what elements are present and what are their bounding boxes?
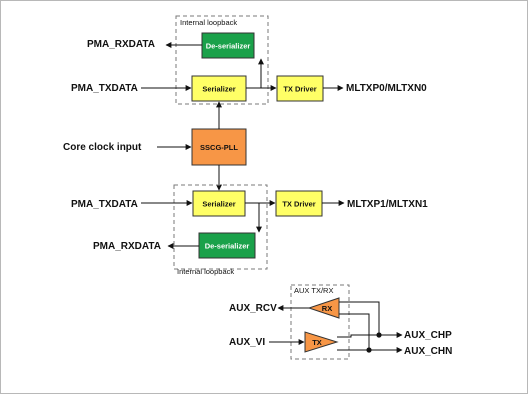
aux-tx-label: TX <box>312 338 322 347</box>
top-loopback-box <box>175 15 269 105</box>
bottom-rx-output-label: PMA_RXDATA <box>93 241 161 252</box>
bottom-serializer-label: Serializer <box>202 200 235 209</box>
clock-input-label: Core clock input <box>63 142 142 153</box>
top-tx-input-label: PMA_TXDATA <box>71 83 138 94</box>
aux-chn-junction <box>366 347 372 353</box>
bottom-tx-driver-block <box>275 190 323 217</box>
aux-tx-amplifier <box>304 331 339 353</box>
aux-rx-amplifier <box>307 297 340 319</box>
top-tx-driver-label: TX Driver <box>283 85 316 94</box>
bottom-deserializer-label: De-serializer <box>205 242 250 251</box>
pll-block <box>191 128 247 166</box>
aux-group-box <box>290 284 350 360</box>
top-rx-output-label: PMA_RXDATA <box>87 39 155 50</box>
aux-rx-neg-wire <box>339 313 370 350</box>
top-serializer-label: Serializer <box>202 85 235 94</box>
aux-chp-junction <box>376 332 382 338</box>
top-serializer-block <box>191 75 247 102</box>
aux-group-label: AUX TX/RX <box>294 286 333 295</box>
aux-rcv-label: AUX_RCV <box>229 303 277 314</box>
bottom-serializer-block <box>192 190 246 217</box>
top-output-label: MLTXP0/MLTXN0 <box>346 83 427 94</box>
aux-chp-label: AUX_CHP <box>404 330 452 341</box>
aux-vi-label: AUX_VI <box>229 337 265 348</box>
aux-tx-pos-wire <box>337 334 379 338</box>
aux-rx-label: RX <box>322 304 332 313</box>
bottom-loopback-box <box>173 184 268 270</box>
top-loopback-label: Internal loopback <box>180 18 237 27</box>
aux-rx-pos-wire <box>339 301 380 335</box>
pll-label: SSCG-PLL <box>200 143 238 152</box>
bottom-tx-input-label: PMA_TXDATA <box>71 199 138 210</box>
bottom-tx-driver-label: TX Driver <box>282 200 315 209</box>
bottom-output-label: MLTXP1/MLTXN1 <box>347 199 428 210</box>
top-deserializer-label: De-serializer <box>206 42 251 51</box>
bottom-loopback-label: Internal loopback <box>177 267 234 276</box>
aux-chn-label: AUX_CHN <box>404 346 452 357</box>
